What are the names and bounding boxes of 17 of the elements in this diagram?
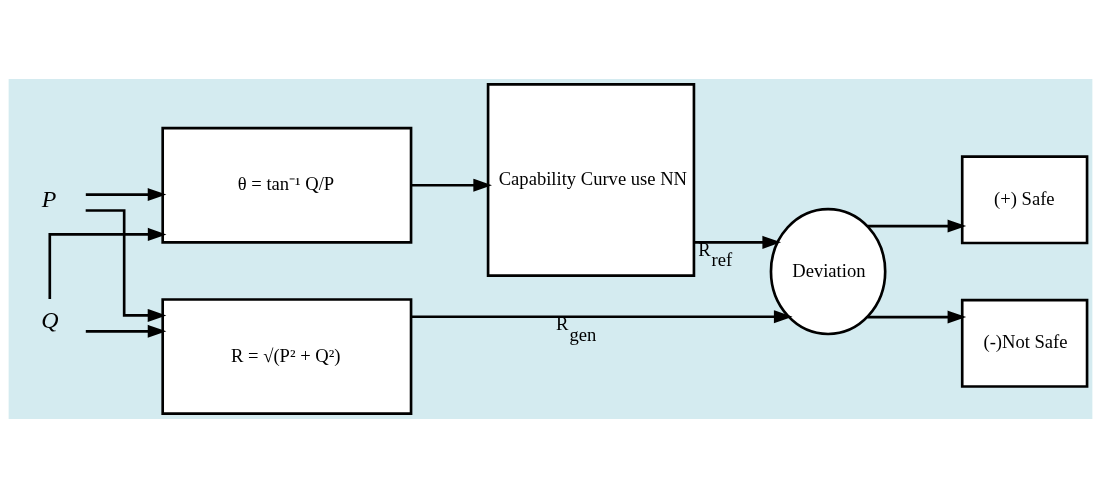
node-circle: Deviation: [769, 207, 887, 336]
node-box: Capability Curve use NN: [486, 83, 696, 277]
node-box: θ = tan⁻¹ Q/P: [161, 126, 413, 244]
arrow: [411, 178, 492, 192]
arrow: [693, 235, 782, 249]
arrow: [411, 310, 793, 324]
node-box: (+) Safe: [960, 155, 1089, 245]
node-text: Q: [41, 306, 59, 333]
arrow: [867, 310, 967, 324]
arrow: [85, 209, 167, 322]
arrow: [85, 188, 167, 202]
arrow: [867, 219, 967, 233]
node-text: P: [41, 186, 57, 213]
arrow: [48, 227, 167, 300]
node-box: R = √(P² + Q²): [161, 298, 413, 415]
node-box: (-)Not Safe: [960, 298, 1089, 388]
arrow: [85, 324, 167, 338]
